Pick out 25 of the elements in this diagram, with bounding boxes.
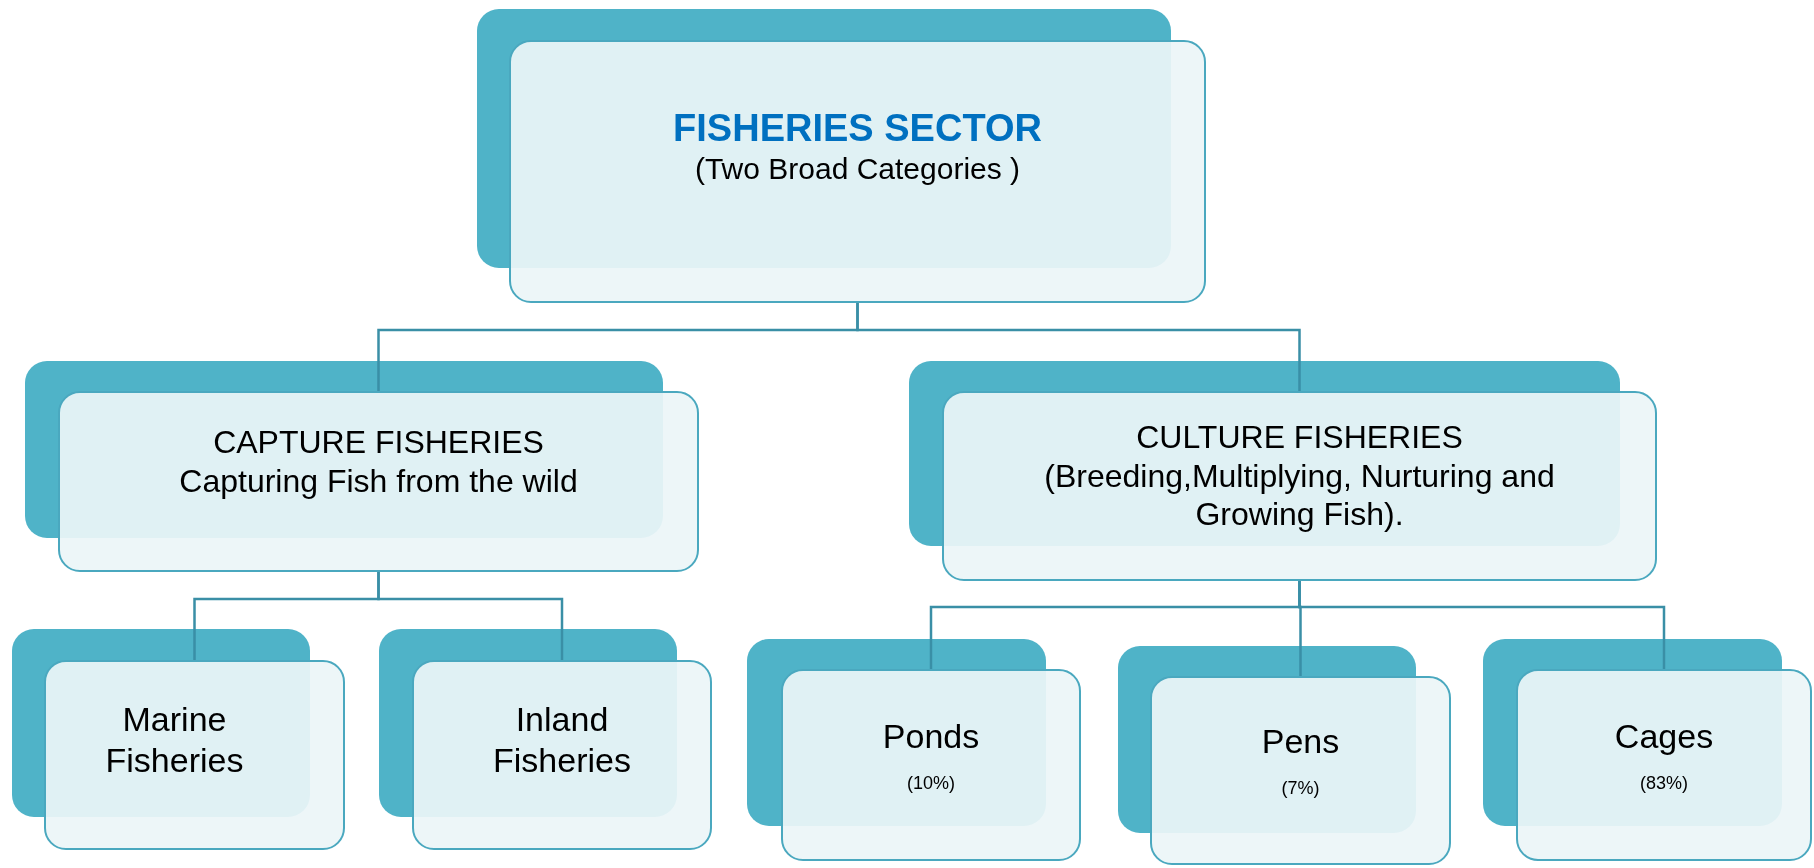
category-box	[412, 660, 712, 850]
category-box	[509, 40, 1206, 303]
connector-line	[377, 572, 564, 660]
connector-line	[856, 303, 1301, 391]
category-box	[44, 660, 345, 850]
box-description: (10%)	[907, 772, 955, 795]
box-heading: FISHERIES SECTOR	[673, 105, 1042, 151]
category-box	[781, 669, 1081, 861]
category-box	[1516, 669, 1812, 861]
box-description: (83%)	[1640, 772, 1688, 795]
connector-line	[1298, 581, 1666, 669]
box-description: (7%)	[1281, 778, 1320, 800]
box-heading: Ponds	[882, 715, 980, 757]
box-description: (Two Broad Categories )	[694, 151, 1021, 188]
box-heading: CAPTURE FISHERIES	[213, 423, 544, 462]
box-heading: Marine Fisheries	[104, 699, 245, 781]
category-box	[942, 391, 1657, 581]
category-box	[1150, 676, 1451, 865]
box-description: (Breeding,Multiplying, Nurturing and Growing Fish).	[1043, 456, 1556, 534]
box-heading: Pens	[1261, 721, 1340, 763]
box-heading: Inland Fisheries	[492, 699, 632, 781]
box-heading: CULTURE FISHERIES	[1136, 418, 1463, 457]
box-description: Capturing Fish from the wild	[179, 461, 578, 500]
category-box	[58, 391, 699, 572]
box-heading: Cages	[1614, 715, 1714, 757]
